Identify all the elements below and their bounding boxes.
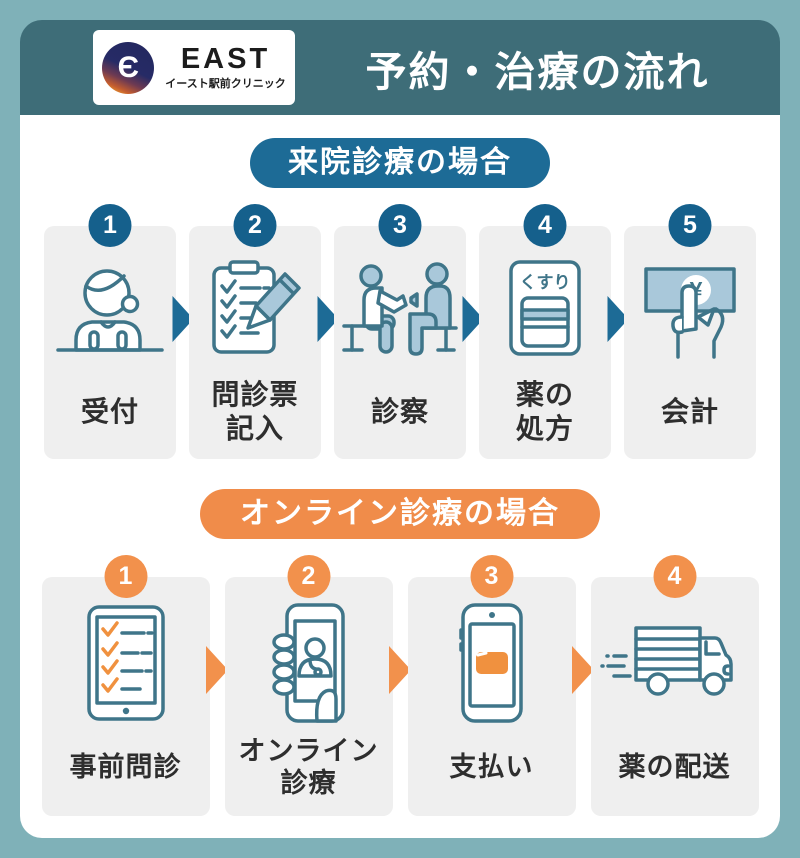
arrow-right-icon bbox=[462, 296, 483, 342]
step-card-video-call: 2 bbox=[224, 555, 393, 816]
step-label: 問診票 記入 bbox=[211, 379, 299, 444]
east-logo-glyph: Є bbox=[117, 50, 139, 84]
arrow-right-icon bbox=[172, 296, 193, 342]
arrow-right-icon bbox=[206, 646, 228, 694]
step-label: 会計 bbox=[660, 395, 719, 427]
step-number-badge: 3 bbox=[470, 555, 513, 598]
clinic-logo: Є EAST イースト駅前クリニック bbox=[93, 30, 295, 105]
step-card-prescription: 4 くすり 薬の 処方 bbox=[479, 204, 611, 459]
step-number-badge: 3 bbox=[378, 204, 422, 247]
step-icon-area: ¥ bbox=[638, 226, 742, 374]
step-number-badge: 1 bbox=[104, 555, 147, 598]
step-label: 事前問診 bbox=[69, 751, 182, 782]
arrow-right-icon bbox=[607, 296, 628, 342]
infographic-frame: Є EAST イースト駅前クリニック 予約・治療の流れ 来院診療の場合 1 bbox=[20, 20, 780, 838]
step-icon-area bbox=[340, 226, 460, 374]
step-card-payment-online: 3 支払い bbox=[407, 555, 576, 816]
logo-text: EAST イースト駅前クリニック bbox=[165, 45, 285, 90]
step-card-delivery: 4 bbox=[590, 555, 759, 816]
step-connector bbox=[206, 577, 228, 816]
step-label: 受付 bbox=[80, 395, 139, 427]
section-badge-visit: 来院診療の場合 bbox=[250, 138, 550, 188]
step-icon-area bbox=[200, 226, 310, 374]
brand-name: EAST bbox=[180, 43, 271, 75]
step-number-badge: 4 bbox=[653, 555, 696, 598]
step-label: 薬の 処方 bbox=[515, 379, 574, 444]
step-connector bbox=[389, 577, 411, 816]
online-steps-row: 1 事前問診 bbox=[20, 555, 780, 816]
pre-interview-tablet-icon bbox=[86, 605, 165, 721]
step-label: 薬の配送 bbox=[618, 751, 731, 782]
step-icon-area bbox=[255, 577, 363, 729]
medicine-bag-icon: くすり bbox=[509, 260, 581, 356]
step-connector bbox=[572, 577, 594, 816]
step-connector bbox=[462, 226, 483, 459]
step-icon-area bbox=[74, 577, 178, 729]
step-number-badge: 2 bbox=[233, 204, 277, 247]
step-icon-area: くすり bbox=[502, 226, 588, 374]
step-icon-area bbox=[54, 226, 166, 374]
arrow-right-icon bbox=[317, 296, 338, 342]
east-logo-icon: Є bbox=[102, 41, 155, 94]
step-label: オンライン 診療 bbox=[238, 735, 379, 798]
arrow-right-icon bbox=[572, 646, 594, 694]
brand-subtitle: イースト駅前クリニック bbox=[165, 78, 286, 90]
receptionist-icon bbox=[56, 269, 164, 352]
step-number-badge: 4 bbox=[523, 204, 567, 247]
delivery-truck-icon bbox=[599, 626, 733, 696]
step-connector bbox=[172, 226, 193, 459]
video-call-icon bbox=[271, 603, 345, 723]
step-connector bbox=[317, 226, 338, 459]
content: 来院診療の場合 1 bbox=[20, 115, 780, 838]
section-badge-online: オンライン診療の場合 bbox=[200, 489, 600, 539]
page-title: 予約・治療の流れ bbox=[365, 48, 710, 95]
step-number-badge: 2 bbox=[287, 555, 330, 598]
step-label: 支払い bbox=[449, 751, 534, 782]
payment-icon: ¥ bbox=[644, 267, 736, 359]
medicine-bag-text: くすり bbox=[520, 273, 571, 292]
step-card-reception: 1 受付 bbox=[44, 204, 176, 459]
step-connector bbox=[607, 226, 628, 459]
mobile-payment-icon bbox=[458, 603, 523, 723]
step-icon-area bbox=[599, 577, 750, 729]
header: Є EAST イースト駅前クリニック 予約・治療の流れ bbox=[20, 20, 780, 115]
step-number-badge: 5 bbox=[668, 204, 712, 247]
online-section-header: オンライン診療の場合 bbox=[20, 459, 780, 539]
step-card-pre-interview: 1 事前問診 bbox=[41, 555, 210, 816]
step-card-checkout: 5 ¥ 会計 bbox=[624, 204, 756, 459]
questionnaire-icon bbox=[212, 260, 301, 354]
consultation-icon bbox=[342, 262, 458, 356]
arrow-right-icon bbox=[389, 646, 411, 694]
step-card-examination: 3 bbox=[334, 204, 466, 459]
visit-section-header: 来院診療の場合 bbox=[20, 115, 780, 188]
step-icon-area bbox=[442, 577, 542, 729]
step-card-questionnaire: 2 問診票 記入 bbox=[189, 204, 321, 459]
step-number-badge: 1 bbox=[88, 204, 132, 247]
visit-steps-row: 1 受付 bbox=[20, 204, 780, 459]
step-label: 診察 bbox=[370, 395, 429, 427]
